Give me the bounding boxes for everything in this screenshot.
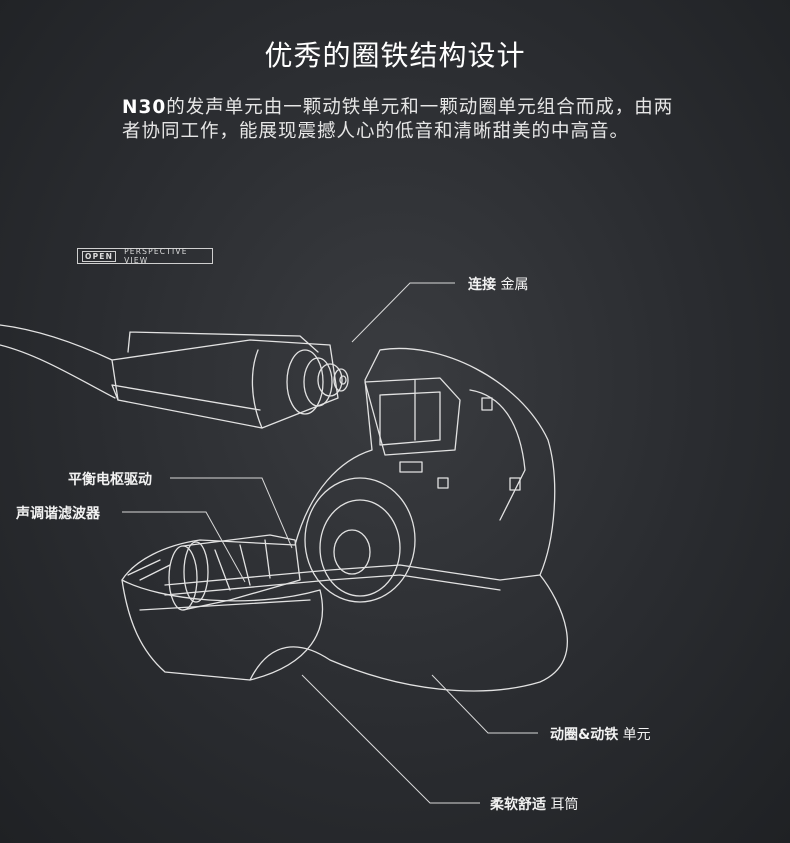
housing-inner xyxy=(111,384,261,411)
callout-filter-bold: 声调谐滤波器 xyxy=(16,506,100,522)
connector-hole xyxy=(339,375,347,385)
housing-ring xyxy=(251,349,263,429)
driver-center xyxy=(333,529,371,575)
pin-a xyxy=(481,397,493,411)
callout-driver-bold: 动圈&动铁 xyxy=(550,727,619,743)
ear-shell-outline xyxy=(121,347,568,692)
callout-driver: 动圈&动铁 单元 xyxy=(550,724,651,744)
callout-armature-bold: 平衡电枢驱动 xyxy=(68,472,152,488)
callout-shell: 柔软舒适 耳筒 xyxy=(490,794,578,814)
divider-bar-bottom xyxy=(164,574,501,596)
cable-bottom-line xyxy=(0,344,116,399)
divider-bar xyxy=(164,564,541,586)
leader-filter xyxy=(122,511,246,583)
badge-view: PERSPECTIVE VIEW xyxy=(124,247,188,265)
armature-block xyxy=(364,377,461,456)
pin-c xyxy=(437,477,449,489)
callout-shell-bold: 柔软舒适 xyxy=(490,797,546,813)
connector-ring-outer xyxy=(286,349,324,415)
bowl-rim xyxy=(139,599,311,611)
page-title: 优秀的圈铁结构设计 xyxy=(264,39,526,72)
driver-cone xyxy=(319,499,401,597)
description-text: 的发声单元由一颗动铁单元和一颗动圈单元组合而成，由两者协同工作，能展现震撼人心的… xyxy=(122,97,674,142)
bowl-lip xyxy=(127,559,171,581)
callout-connector-bold: 连接 xyxy=(468,277,496,293)
shell-inner-wall xyxy=(469,389,526,521)
bowl-left xyxy=(121,579,324,681)
leader-armature xyxy=(170,477,293,549)
model-name: N30 xyxy=(122,97,167,118)
cable-top-line xyxy=(0,324,113,361)
connector-ring-mid xyxy=(303,357,333,407)
callout-armature: 平衡电枢驱动 xyxy=(68,469,152,489)
connector-tip xyxy=(317,363,343,397)
filter-ring xyxy=(183,541,209,603)
armature-face xyxy=(379,391,441,446)
callout-shell-rest: 耳筒 xyxy=(546,797,579,813)
filter-body xyxy=(182,534,301,611)
pin-d xyxy=(399,461,423,473)
filter-ribs xyxy=(214,539,271,591)
description: N30的发声单元由一颗动铁单元和一颗动圈单元组合而成，由两者协同工作，能展现震撼… xyxy=(122,96,682,144)
housing-top xyxy=(127,331,319,353)
callout-driver-rest: 单元 xyxy=(618,727,651,743)
callout-connector: 连接 金属 xyxy=(468,274,528,294)
callout-filter: 声调谐滤波器 xyxy=(16,503,100,523)
callout-connector-rest: 金属 xyxy=(496,277,529,293)
leader-shell xyxy=(301,674,480,804)
view-badge: OPEN PERSPECTIVE VIEW xyxy=(77,247,213,265)
pin-b xyxy=(509,477,521,491)
driver-outer xyxy=(304,477,416,603)
badge-open: OPEN xyxy=(82,250,117,262)
leader-driver xyxy=(431,674,538,734)
connector-tip-end xyxy=(333,368,349,392)
leader-connector xyxy=(351,282,455,343)
